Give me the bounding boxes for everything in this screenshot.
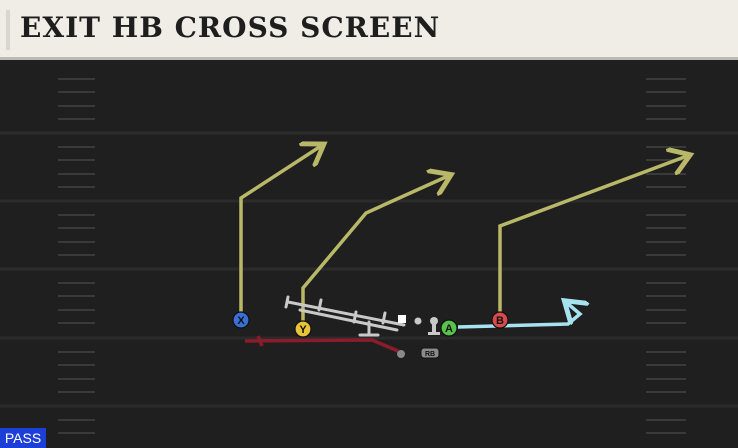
rb-start-marker bbox=[397, 350, 405, 358]
route-rb-block bbox=[244, 338, 399, 353]
title-accent-bar bbox=[6, 10, 10, 50]
play-title-bar: EXIT HB CROSS SCREEN bbox=[0, 0, 738, 60]
field-surface bbox=[0, 63, 738, 448]
qb-marker bbox=[428, 317, 440, 335]
player-a-label: A bbox=[445, 323, 453, 335]
route-y-post bbox=[301, 176, 448, 327]
player-a-icon[interactable]: A bbox=[440, 319, 458, 337]
player-y-label: Y bbox=[299, 324, 307, 336]
play-diagram[interactable]: X Y A B RB bbox=[0, 63, 738, 448]
route-rb-block-end bbox=[256, 335, 264, 347]
center-marker bbox=[398, 315, 406, 323]
route-b-go bbox=[498, 156, 687, 318]
yard-lines bbox=[0, 131, 738, 408]
play-title: EXIT HB CROSS SCREEN bbox=[20, 11, 441, 44]
player-x-icon[interactable]: X bbox=[232, 311, 250, 329]
route-a-screen bbox=[457, 303, 580, 329]
player-rb-label: RB bbox=[425, 351, 435, 358]
play-type-badge: PASS bbox=[0, 428, 46, 448]
player-x-label: X bbox=[237, 315, 245, 327]
hash-marks-left bbox=[58, 78, 95, 434]
player-b-label: B bbox=[496, 315, 504, 327]
route-x-corner bbox=[239, 146, 321, 318]
lineman-marker bbox=[414, 317, 422, 325]
player-b-icon[interactable]: B bbox=[491, 311, 509, 329]
player-y-icon[interactable]: Y bbox=[294, 320, 312, 338]
offensive-line-blocks bbox=[284, 295, 406, 337]
player-rb-icon[interactable]: RB bbox=[420, 347, 440, 359]
